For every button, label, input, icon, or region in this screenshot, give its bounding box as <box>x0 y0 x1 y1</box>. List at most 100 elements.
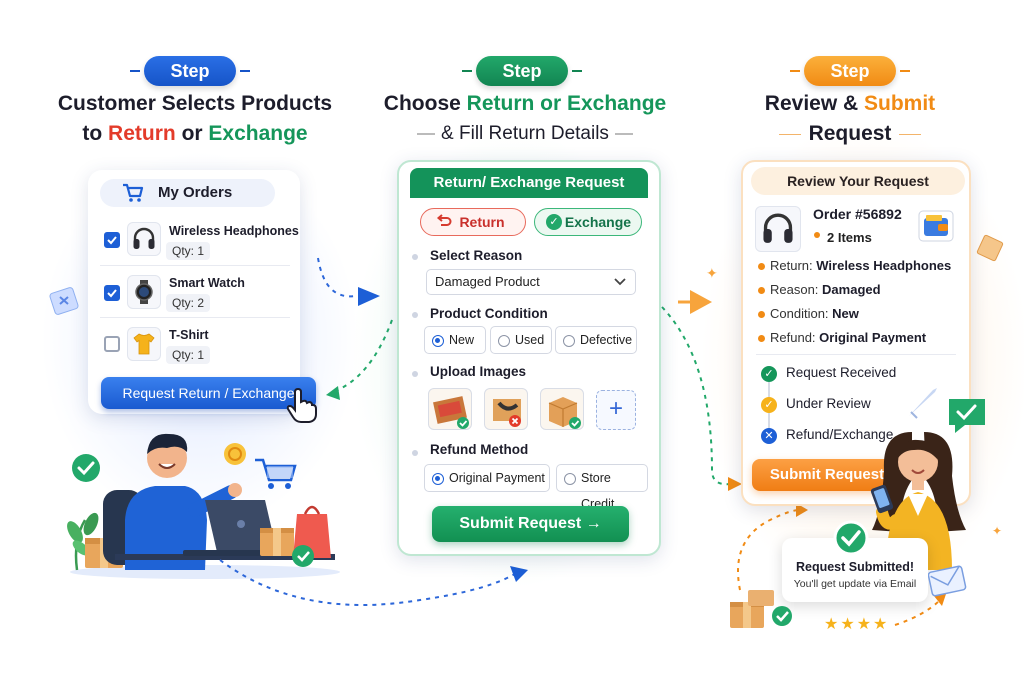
check-circle-icon: ✓ <box>546 214 562 230</box>
return-option-label: Return <box>459 214 505 230</box>
final-submit-button[interactable]: Submit Request <box>752 459 902 491</box>
step2-badge-wrap: Step 2 <box>462 56 582 111</box>
pointer-hand-icon <box>286 388 317 423</box>
step2-heading-line2: & Fill Return Details <box>370 119 680 149</box>
cart-icon <box>123 183 144 202</box>
status-received-icon: ✓ <box>761 366 777 382</box>
order-checkbox-headphones[interactable] <box>104 232 120 248</box>
order-item-qty: Qty: 1 <box>166 346 211 364</box>
submit-request-button[interactable]: Submit Request → <box>432 506 629 542</box>
status-received: Request Received <box>786 365 897 380</box>
bullet-dot <box>412 450 418 456</box>
damaged-box-image <box>433 396 469 429</box>
order-item-name: Wireless Headphones <box>169 224 299 238</box>
reason-select-value: Damaged Product <box>435 274 540 289</box>
order-item-qty: Qty: 1 <box>166 242 211 260</box>
headphones-thumbnail <box>127 222 161 256</box>
order-number: Order #56892 <box>813 206 902 222</box>
uploaded-image-tile[interactable] <box>428 388 472 430</box>
rating-stars-icon: ★★★★ <box>824 616 890 633</box>
uploaded-image-tile[interactable] <box>540 388 584 430</box>
step3-badge-wrap: Step 3 <box>790 56 910 111</box>
reason-select[interactable]: Damaged Product <box>426 269 636 295</box>
customer-laptop-illustration <box>67 433 340 579</box>
request-return-exchange-button[interactable]: Request Return / Exchange <box>101 377 316 409</box>
status-review-icon: ✓ <box>761 397 777 413</box>
review-line-return: Return: Wireless Headphones <box>770 258 952 273</box>
items-count: 2 Items <box>827 230 872 245</box>
success-check-icon <box>833 520 869 556</box>
review-line-reason: Reason: Damaged <box>770 282 881 297</box>
order-checkbox-tshirt[interactable] <box>104 336 120 352</box>
status-under-review: Under Review <box>786 396 871 411</box>
step3-heading-line1: Review & Submit <box>764 92 936 115</box>
tshirt-thumbnail <box>127 327 161 361</box>
request-submitted-toast: Request Submitted! You'll get update via… <box>782 538 928 602</box>
condition-defective-radio[interactable]: Defective <box>555 326 637 354</box>
review-line-condition: Condition: New <box>770 306 859 321</box>
package-image <box>548 397 581 429</box>
step1-badge: Step 1 <box>144 56 236 111</box>
chat-check-icon <box>949 399 985 433</box>
step3-heading: Review & Submit Request <box>720 89 980 149</box>
order-checkbox-watch[interactable] <box>104 285 120 301</box>
status-refund-exchange: Refund/Exchange <box>786 427 894 442</box>
sparkle-icon: ✦ <box>706 265 718 281</box>
chevron-down-icon <box>614 278 626 286</box>
status-refund-icon: ✕ <box>761 428 777 444</box>
refund-label: Refund Method <box>430 442 529 457</box>
bullet-dot <box>758 263 765 270</box>
refund-original-radio[interactable]: Original Payment <box>424 464 550 492</box>
sparkle-icon: ✦ <box>992 524 1003 538</box>
radio-icon <box>498 335 510 347</box>
order-headphones-thumbnail <box>755 206 801 252</box>
step1-heading-line1: Customer Selects Products <box>57 92 333 115</box>
return-request-header: Return/ Exchange Request <box>410 168 648 198</box>
step1-heading: Customer Selects Products to Return or E… <box>30 89 360 149</box>
order-item-name: T-Shirt <box>169 328 209 342</box>
my-orders-panel <box>88 170 300 414</box>
upload-label: Upload Images <box>430 364 527 379</box>
step3-badge: Step 3 <box>804 56 896 111</box>
step3-heading-line2: Request <box>720 119 980 149</box>
bullet-dot <box>814 232 820 238</box>
woman-phone-illustration <box>870 432 966 570</box>
bullet-dot <box>412 371 418 377</box>
condition-used-radio[interactable]: Used <box>490 326 552 354</box>
row-divider <box>100 265 290 266</box>
step1-badge-wrap: Step 1 <box>130 56 250 111</box>
bullet-dot <box>758 335 765 342</box>
wallet-icon <box>918 210 954 242</box>
headphones-icon <box>133 227 155 249</box>
toast-title: Request Submitted! <box>795 560 915 574</box>
smartwatch-thumbnail <box>127 275 161 309</box>
radio-icon <box>563 335 575 347</box>
add-image-button[interactable]: + <box>596 390 636 430</box>
box-decoration-icon <box>49 287 79 315</box>
step1-heading-line2: to Return or Exchange <box>82 122 308 145</box>
bullet-dot <box>412 254 418 260</box>
bullet-dot <box>758 311 765 318</box>
review-line-refund: Refund: Original Payment <box>770 330 927 345</box>
email-envelope-icon <box>928 565 967 597</box>
toast-subtitle: You'll get update via Email <box>793 578 917 590</box>
radio-selected-icon <box>432 335 444 347</box>
refund-store-credit-radio[interactable]: Store Credit <box>556 464 648 511</box>
bullet-dot <box>412 312 418 318</box>
tshirt-icon <box>133 333 155 355</box>
condition-new-radio[interactable]: New <box>424 326 486 354</box>
smartwatch-icon <box>135 280 153 304</box>
return-option-button[interactable]: Return <box>420 208 526 236</box>
delivery-boxes-icon <box>730 590 792 628</box>
row-divider <box>100 317 290 318</box>
box-decoration-icon <box>976 234 1004 262</box>
bullet-dot <box>758 287 765 294</box>
step2-heading: Choose Return or Exchange & Fill Return … <box>370 89 680 149</box>
row-divider <box>756 354 956 355</box>
return-arrow-icon <box>436 214 452 226</box>
radio-selected-icon <box>432 473 444 485</box>
order-item-name: Smart Watch <box>169 276 245 290</box>
uploaded-image-tile[interactable] <box>484 388 528 430</box>
